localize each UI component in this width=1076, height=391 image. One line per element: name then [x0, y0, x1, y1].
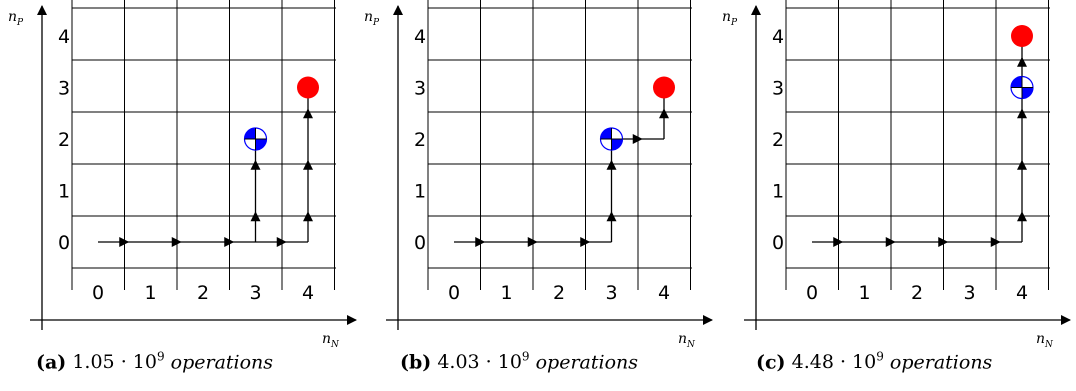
x-tick-label: 2	[197, 282, 209, 304]
path-arrowhead	[303, 159, 313, 170]
path-arrowhead	[606, 211, 617, 222]
caption-value: 1.05 · 109	[72, 350, 165, 374]
caption-value: 4.03 · 109	[437, 350, 530, 374]
path-arrowhead	[606, 159, 617, 170]
y-tick-label: 0	[772, 232, 784, 254]
y-tick-label: 1	[58, 181, 70, 203]
caption-b: (b) 4.03 · 109 operations	[400, 350, 638, 373]
y-axis-title: nP	[8, 9, 24, 28]
y-tick-label: 0	[58, 232, 70, 254]
caption-unit: operations	[170, 351, 274, 374]
x-tick-label: 1	[500, 282, 512, 304]
y-tick-label: 0	[414, 232, 426, 254]
target-marker	[297, 76, 319, 99]
y-tick-label: 2	[772, 129, 784, 151]
x-tick-label: 2	[911, 282, 923, 304]
target-marker	[653, 76, 675, 99]
path-arrowhead	[475, 237, 486, 247]
path-arrowhead	[303, 211, 313, 222]
y-tick-label: 1	[772, 181, 784, 203]
path-arrowhead	[250, 159, 261, 170]
x-tick-label: 2	[553, 282, 565, 304]
path-arrowhead	[580, 237, 591, 247]
panel-a: nP nN 0 1 2 3 4 0 1 2 3 4	[8, 0, 357, 350]
caption-label: (c)	[756, 351, 786, 374]
path-arrowhead	[1017, 56, 1027, 67]
path-arrowhead	[276, 237, 287, 247]
x-tick-label: 0	[448, 282, 460, 304]
y-tick-label: 1	[414, 181, 426, 203]
path-arrowhead	[659, 108, 669, 119]
caption-label: (a)	[36, 351, 67, 374]
path-arrowhead	[1017, 108, 1027, 119]
y-axis-title: nP	[364, 9, 380, 28]
panel-b: nP nN 0 1 2 3 4 0 1 2 3 4	[364, 0, 713, 350]
current-marker	[1010, 75, 1034, 100]
current-marker	[243, 127, 268, 151]
y-tick-label: 2	[58, 129, 70, 151]
path-arrowhead	[224, 237, 235, 247]
x-tick-label: 0	[92, 282, 104, 304]
x-tick-label: 4	[1016, 282, 1028, 304]
x-tick-label: 1	[144, 282, 156, 304]
caption-value: 4.48 · 109	[791, 350, 884, 374]
path-arrowhead	[527, 237, 538, 247]
caption-label: (b)	[400, 351, 432, 374]
y-tick-label: 3	[58, 78, 70, 100]
target-marker	[1011, 25, 1033, 47]
x-axis-title: nN	[322, 331, 340, 350]
y-tick-label: 3	[414, 78, 426, 100]
path-arrowhead	[938, 237, 949, 247]
caption-unit: operations	[889, 351, 993, 374]
x-tick-label: 3	[605, 282, 617, 304]
path-arrowhead	[171, 237, 182, 247]
path-arrowhead	[303, 108, 313, 119]
path-arrowhead	[1017, 159, 1027, 170]
y-tick-label: 2	[414, 129, 426, 151]
x-tick-label: 3	[249, 282, 261, 304]
x-axis-title: nN	[1036, 331, 1054, 350]
caption-a: (a) 1.05 · 109 operations	[36, 350, 273, 373]
path-arrowhead	[632, 134, 643, 144]
path-arrowhead	[250, 211, 261, 222]
panel-c: nP nN 0 1 2 3 4 0 1 2 3 4	[722, 0, 1071, 350]
path-arrowhead	[119, 237, 130, 247]
x-tick-label: 4	[302, 282, 314, 304]
x-tick-label: 4	[658, 282, 670, 304]
y-tick-label: 4	[414, 26, 426, 48]
caption-unit: operations	[535, 351, 639, 374]
path-arrowhead	[833, 237, 844, 247]
y-tick-label: 3	[772, 78, 784, 100]
x-tick-label: 3	[963, 282, 975, 304]
path-arrowhead	[990, 237, 1001, 247]
caption-c: (c) 4.48 · 109 operations	[756, 350, 992, 373]
path-arrowhead	[1017, 211, 1027, 222]
y-tick-label: 4	[58, 26, 70, 48]
current-marker	[599, 127, 624, 151]
y-tick-label: 4	[772, 26, 784, 48]
path-arrowhead	[885, 237, 896, 247]
x-tick-label: 1	[858, 282, 870, 304]
x-axis-title: nN	[678, 331, 696, 350]
y-axis-title: nP	[722, 9, 738, 28]
x-tick-label: 0	[806, 282, 818, 304]
